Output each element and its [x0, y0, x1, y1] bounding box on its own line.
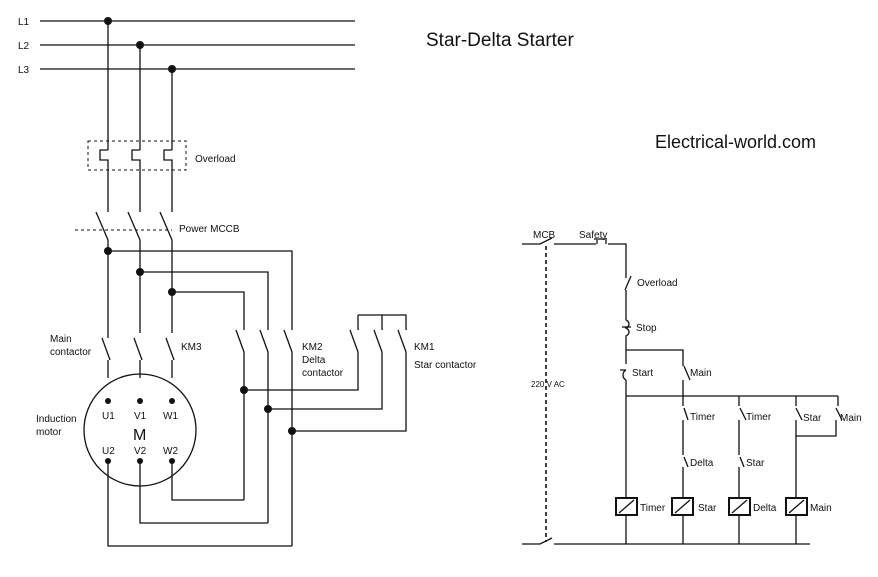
delta-contactor-label-1: Delta	[302, 355, 326, 366]
coil-delta-label: Delta	[753, 503, 777, 514]
supply-label: 220 V AC	[531, 380, 565, 389]
terminal-v2: V2	[134, 446, 147, 457]
coil-main-label: Main	[810, 503, 832, 514]
delta-contactor-contact	[283, 329, 293, 353]
motor-label-2: motor	[36, 427, 62, 438]
website-label: Electrical-world.com	[655, 132, 816, 152]
overload-label: Overload	[195, 154, 236, 165]
coil-main: Main	[785, 497, 832, 544]
contact-star-2-label: Star	[803, 413, 822, 424]
mccb-contact	[95, 211, 109, 241]
coil-timer: Timer	[615, 497, 666, 544]
terminal-w1: W1	[163, 411, 178, 422]
terminal-w2: W2	[163, 446, 178, 457]
power-circuit: L1 L2 L3 Overload Power MCCB	[18, 17, 477, 547]
overload-aux-label: Overload	[637, 278, 678, 289]
mccb-contact	[127, 211, 141, 241]
main-contactor-label-2: contactor	[50, 347, 92, 358]
overload-relay	[87, 140, 187, 171]
km1-label: KM1	[414, 342, 435, 353]
contact-timer-label: Timer	[690, 412, 716, 423]
mcb-label: MCB	[533, 230, 556, 241]
motor-label-1: Induction	[36, 414, 77, 425]
terminal-v1: V1	[134, 411, 147, 422]
contact-timer-2-label: Timer	[746, 412, 772, 423]
terminal-u1: U1	[102, 411, 115, 422]
motor-symbol: M	[133, 427, 146, 444]
main-contactor-contact	[101, 337, 111, 361]
mccb-label: Power MCCB	[179, 224, 240, 235]
terminal-u2: U2	[102, 446, 115, 457]
main-hold-contact	[683, 365, 691, 381]
start-label: Start	[632, 368, 653, 379]
coil-star: Star	[671, 497, 717, 544]
mccb-contact	[159, 211, 173, 241]
diagram-title: Star-Delta Starter	[426, 30, 574, 51]
control-circuit: MCB Safety 220 V AC Overload Stop Start …	[522, 230, 862, 545]
coil-star-label: Star	[698, 503, 717, 514]
main-contactor-contact	[165, 337, 175, 361]
coil-timer-label: Timer	[640, 503, 666, 514]
contact-delta-label: Delta	[690, 458, 714, 469]
star-contactor-contact	[349, 329, 359, 353]
contact-star-label: Star	[746, 458, 765, 469]
stop-label: Stop	[636, 323, 657, 334]
main-contactor-label-1: Main	[50, 334, 72, 345]
line-label-l2: L2	[18, 41, 30, 52]
main-aux-label: Main	[690, 368, 712, 379]
star-contactor-contact	[397, 329, 407, 353]
delta-contactor-contact	[259, 329, 269, 353]
safety-label: Safety	[579, 230, 607, 241]
delta-contactor-contact	[235, 329, 245, 353]
delta-contactor-label-2: contactor	[302, 368, 344, 379]
line-label-l1: L1	[18, 17, 30, 28]
star-contactor-label: Star contactor	[414, 360, 477, 371]
main-contactor-contact	[133, 337, 143, 361]
contact-main-label: Main	[840, 413, 862, 424]
km3-label: KM3	[181, 342, 202, 353]
star-contactor-contact	[373, 329, 383, 353]
km2-label: KM2	[302, 342, 323, 353]
line-label-l3: L3	[18, 65, 30, 76]
coil-delta: Delta	[728, 497, 777, 544]
